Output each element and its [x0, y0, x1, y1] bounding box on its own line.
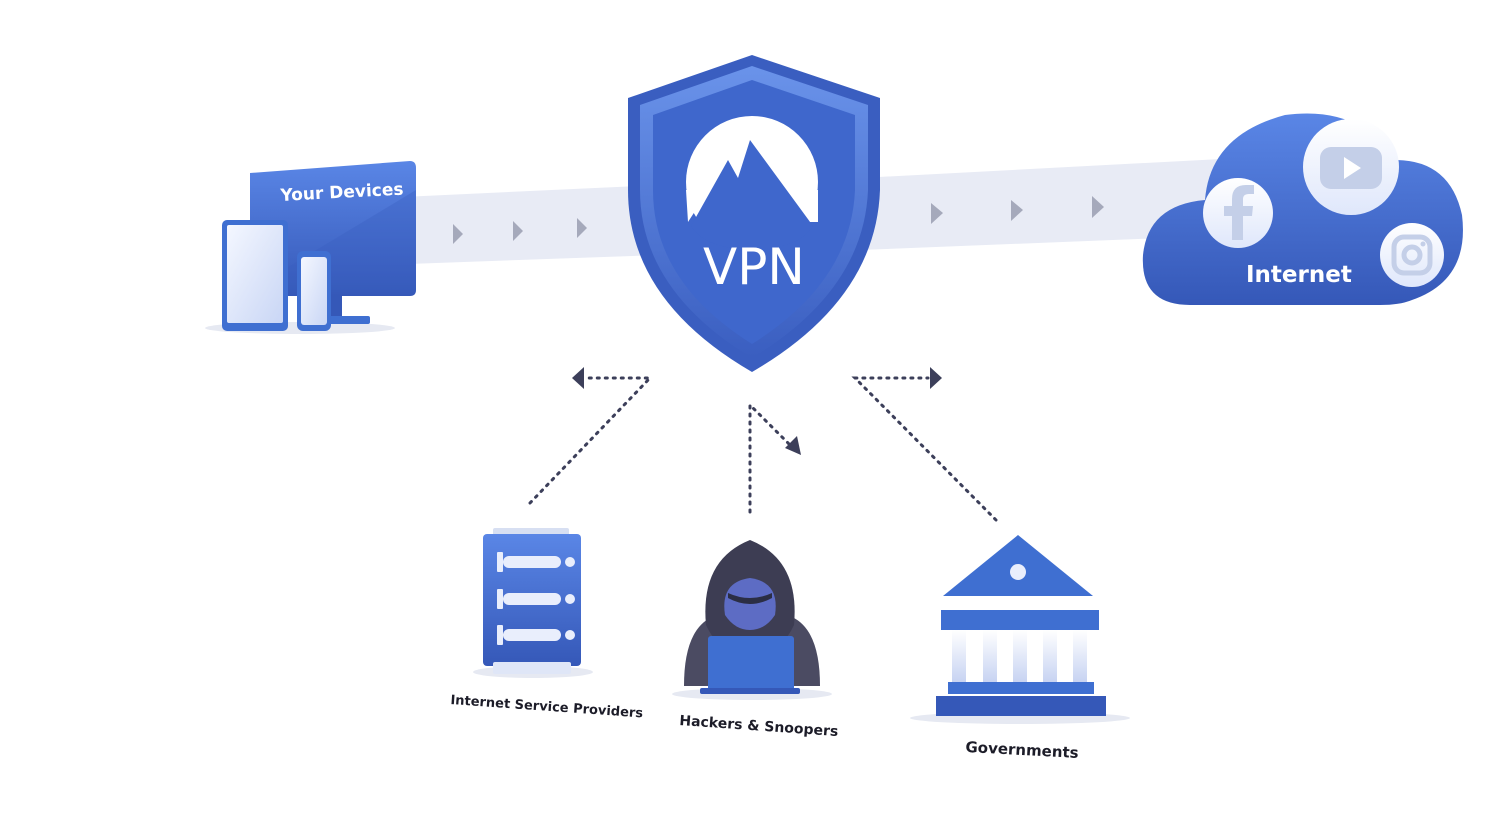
- devices-icon: [205, 161, 416, 334]
- vpn-label: VPN: [703, 238, 805, 296]
- dotted-path-governments: [851, 376, 998, 522]
- dotted-path-isp: [528, 376, 654, 505]
- arrow-icon: [513, 221, 523, 241]
- arrow-head-icon: [785, 436, 801, 455]
- tunnel-right-band: [860, 158, 1240, 250]
- internet-label: Internet: [1246, 262, 1352, 288]
- arrow-icon: [1011, 200, 1023, 221]
- youtube-icon: [1303, 119, 1399, 215]
- tunnel: [380, 158, 1240, 265]
- hacker-icon: [672, 540, 832, 700]
- government-building-icon: [910, 535, 1130, 724]
- dotted-path-hackers: [748, 401, 792, 514]
- arrow-icon: [453, 224, 463, 244]
- arrow-icon: [577, 218, 587, 238]
- mountain-logo-icon: [686, 116, 818, 250]
- vpn-shield-icon: [628, 55, 880, 372]
- facebook-icon: [1203, 178, 1273, 248]
- instagram-icon: [1380, 223, 1444, 287]
- arrow-head-icon: [572, 367, 584, 389]
- blocked-arrows: [528, 376, 998, 522]
- cloud-icon: [1142, 113, 1463, 305]
- server-icon: [473, 528, 593, 678]
- arrow-head-icon: [930, 367, 942, 389]
- tunnel-left-band: [380, 185, 660, 265]
- arrow-icon: [931, 203, 943, 224]
- arrow-icon: [1092, 196, 1104, 218]
- monitor-icon: [250, 161, 416, 296]
- tunnel-arrows: [453, 196, 1104, 244]
